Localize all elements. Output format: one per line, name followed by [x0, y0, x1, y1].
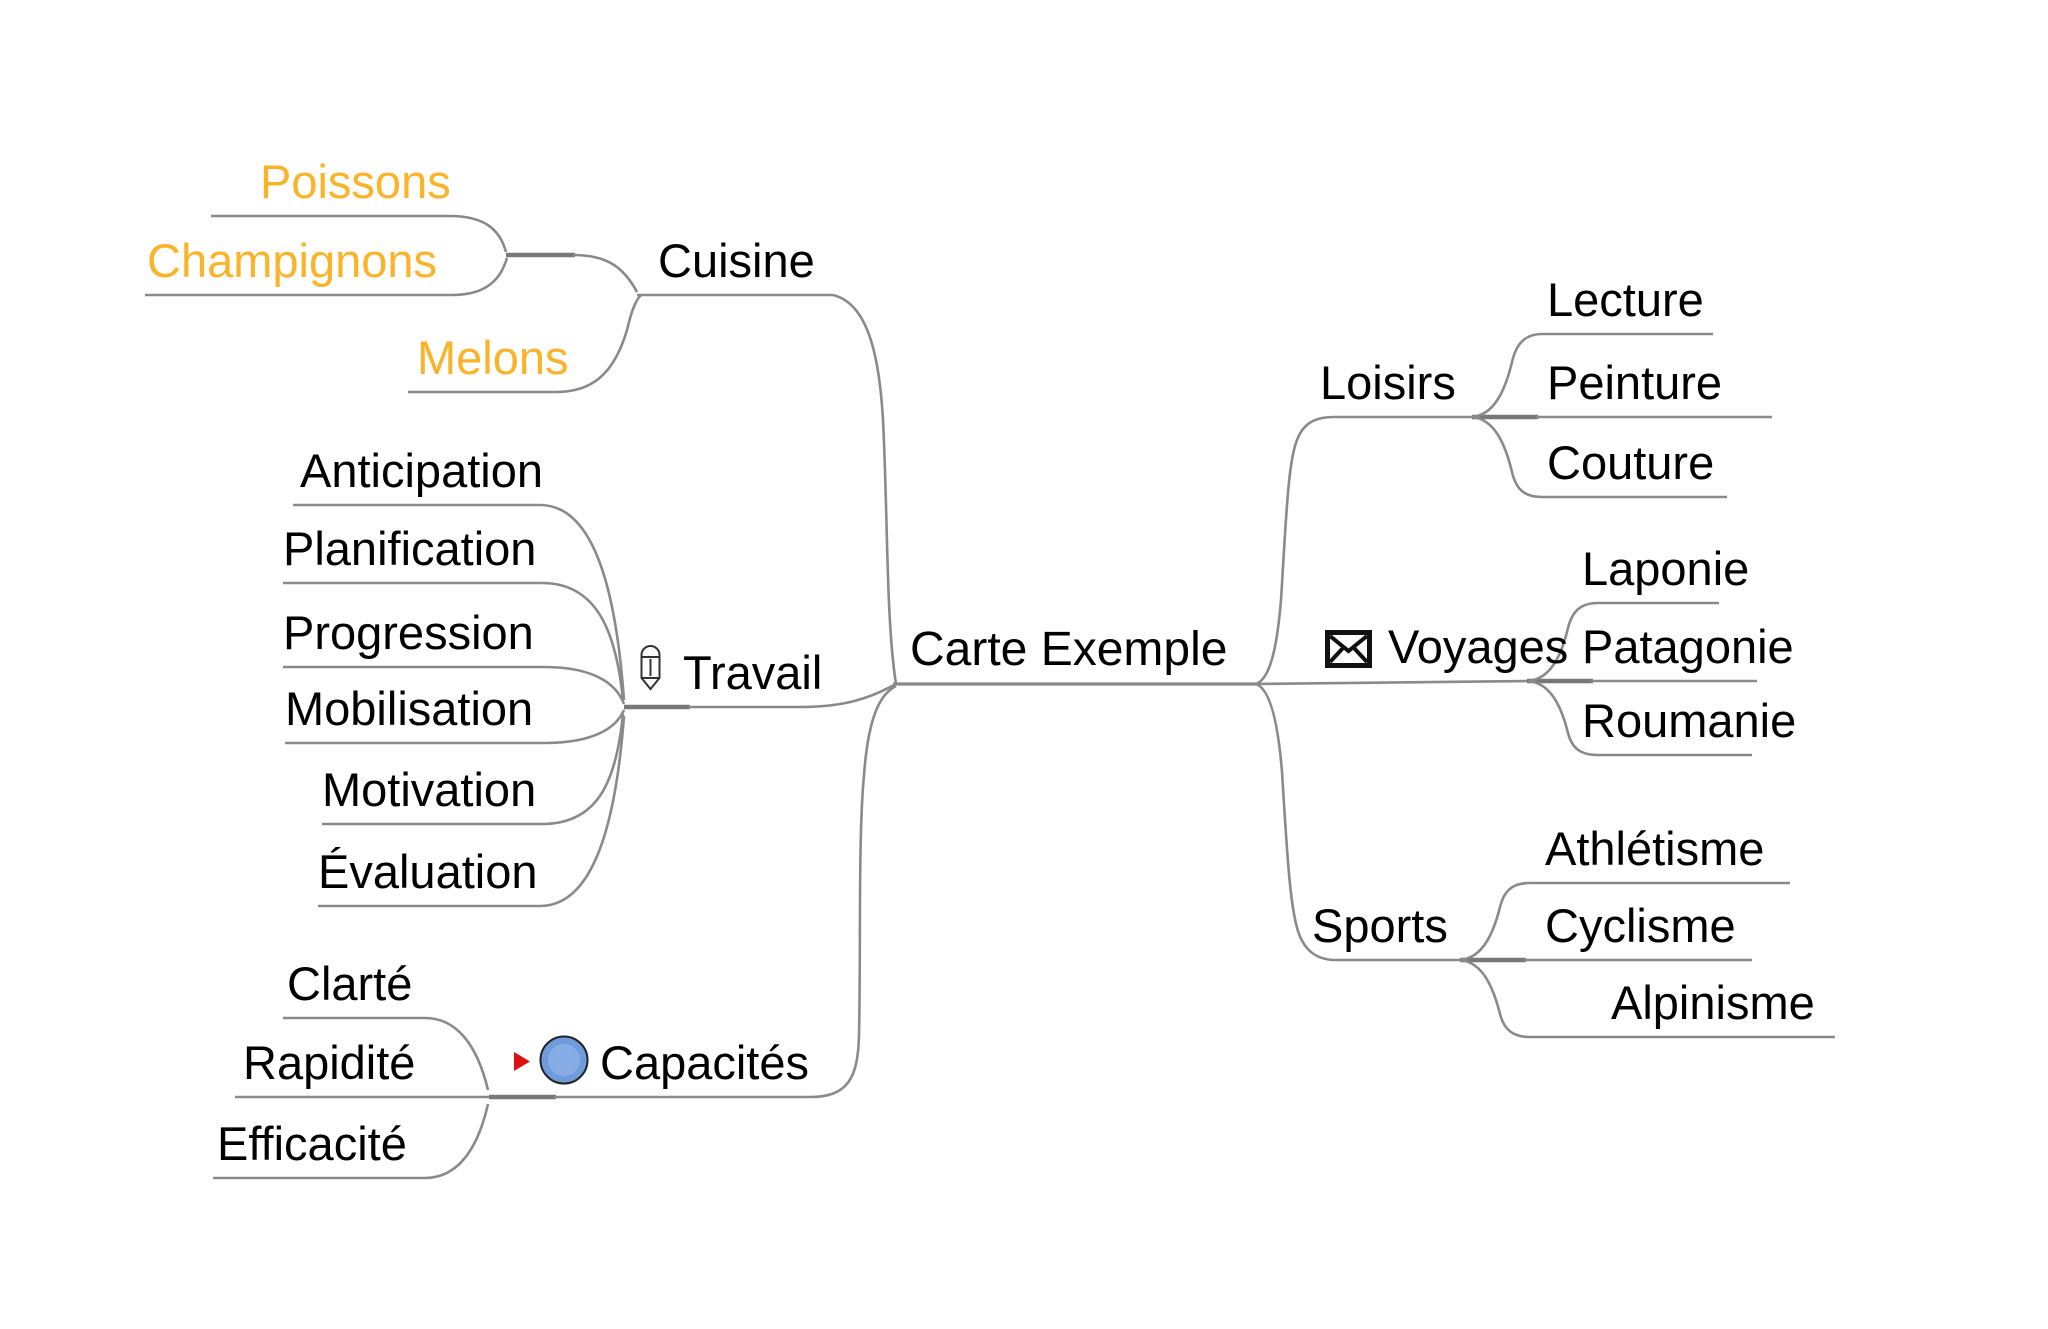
node-alpinisme-label: Alpinisme — [1611, 976, 1815, 1029]
connector-efficacite — [213, 1103, 490, 1180]
connector-mobilisation — [285, 709, 626, 745]
connector-root-to-loisirs — [1255, 415, 1473, 686]
node-patagonie-label: Patagonie — [1582, 620, 1794, 673]
node-travail-label: Travail — [683, 646, 823, 699]
envelope-icon — [1325, 630, 1372, 668]
connector-root-to-sports — [1255, 682, 1461, 962]
green-arrow-icon — [1555, 987, 1589, 1021]
node-roumanie-label: Roumanie — [1582, 694, 1797, 747]
node-cuisine[interactable]: Cuisine — [658, 233, 815, 289]
node-mobilisation-label: Mobilisation — [285, 682, 534, 735]
pencil-icon — [640, 645, 661, 691]
node-roumanie[interactable]: Roumanie — [1582, 693, 1796, 749]
node-progression-label: Progression — [283, 606, 534, 659]
connector-anticipation — [293, 503, 626, 701]
node-patagonie[interactable]: Patagonie — [1582, 619, 1794, 675]
node-evaluation[interactable]: Évaluation — [318, 844, 538, 900]
node-peinture[interactable]: Peinture — [1547, 355, 1722, 411]
node-couture[interactable]: Couture — [1547, 435, 1714, 491]
link-arrow-icon — [514, 1052, 530, 1071]
node-root[interactable]: Carte Exemple — [910, 621, 1227, 678]
connector-lecture — [1471, 332, 1713, 419]
node-poissons-label: Poissons — [260, 155, 451, 208]
node-planification-label: Planification — [283, 522, 537, 575]
node-cyclisme[interactable]: Cyclisme — [1545, 898, 1736, 954]
node-champignons-label: Champignons — [147, 234, 438, 287]
connector-poissons — [211, 214, 508, 253]
underline-capacites-to-root — [554, 684, 897, 1099]
node-loisirs-label: Loisirs — [1320, 356, 1456, 409]
node-melons[interactable]: Melons — [417, 330, 569, 386]
node-root-label: Carte Exemple — [910, 623, 1228, 676]
node-voyages[interactable]: Voyages — [1325, 619, 1568, 675]
node-melons-label: Melons — [417, 331, 569, 384]
node-cyclisme-label: Cyclisme — [1545, 899, 1736, 952]
node-lecture-label: Lecture — [1547, 273, 1704, 326]
node-couture-label: Couture — [1547, 436, 1715, 489]
node-anticipation[interactable]: Anticipation — [300, 443, 543, 499]
connector-clarte — [283, 1016, 490, 1091]
node-motivation[interactable]: Motivation — [322, 762, 536, 818]
node-clarte[interactable]: Clarté — [287, 956, 412, 1012]
underline-voyages — [1255, 679, 1529, 686]
node-sports-label: Sports — [1312, 899, 1448, 952]
node-efficacite[interactable]: Efficacité — [217, 1116, 407, 1172]
node-travail[interactable]: Travail — [638, 645, 822, 701]
node-rapidite[interactable]: Rapidité — [243, 1035, 415, 1091]
node-loisirs[interactable]: Loisirs — [1320, 355, 1456, 411]
connector-champignons — [145, 257, 509, 297]
node-clarte-label: Clarté — [287, 957, 413, 1010]
connector-motivation — [322, 713, 625, 826]
node-cuisine-label: Cuisine — [658, 234, 815, 287]
node-progression[interactable]: Progression — [283, 605, 534, 661]
node-voyages-label: Voyages — [1388, 620, 1569, 673]
connector-melons — [408, 294, 642, 394]
node-efficacite-label: Efficacité — [217, 1117, 407, 1170]
connector-evaluation — [318, 715, 626, 908]
node-rapidite-label: Rapidité — [243, 1036, 416, 1089]
node-motivation-label: Motivation — [322, 763, 537, 816]
connector-roumanie — [1527, 679, 1752, 757]
node-laponie[interactable]: Laponie — [1582, 541, 1749, 597]
connector-planification — [283, 581, 625, 701]
node-planification[interactable]: Planification — [283, 521, 536, 577]
node-laponie-label: Laponie — [1582, 542, 1750, 595]
node-athletisme[interactable]: Athlétisme — [1545, 821, 1764, 877]
node-anticipation-label: Anticipation — [300, 444, 543, 497]
connector-couture — [1471, 415, 1727, 499]
node-alpinisme[interactable]: Alpinisme — [1555, 975, 1815, 1031]
underline-travail-to-root — [688, 683, 895, 709]
node-mobilisation[interactable]: Mobilisation — [285, 681, 533, 737]
globe-icon — [539, 1035, 589, 1085]
node-athletisme-label: Athlétisme — [1545, 822, 1765, 875]
connector-athletisme — [1459, 881, 1790, 962]
node-peinture-label: Peinture — [1547, 356, 1723, 409]
connector-cuisine-children-merge — [572, 253, 639, 293]
connector-cuisine-to-root — [832, 293, 898, 685]
node-champignons[interactable]: Champignons — [147, 233, 437, 289]
node-sports[interactable]: Sports — [1312, 898, 1448, 954]
node-lecture[interactable]: Lecture — [1547, 272, 1704, 328]
node-poissons[interactable]: Poissons — [260, 154, 451, 210]
node-evaluation-label: Évaluation — [318, 845, 538, 898]
connector-laponie — [1527, 601, 1719, 683]
node-capacites-label: Capacités — [600, 1036, 809, 1089]
connector-alpinisme — [1459, 958, 1835, 1039]
node-capacites[interactable]: Capacités — [513, 1035, 809, 1091]
connector-progression — [283, 665, 626, 705]
